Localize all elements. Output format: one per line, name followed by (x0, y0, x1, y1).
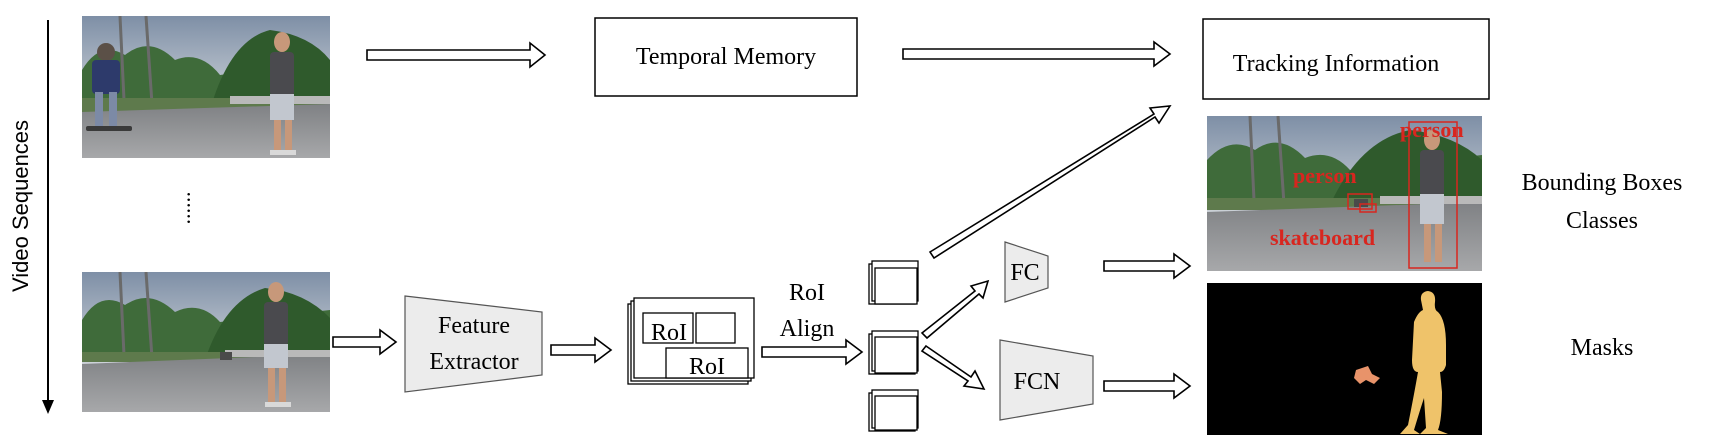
temporal-memory-box (594, 17, 858, 97)
pooled-feature-stack-3 (868, 389, 919, 432)
arrow-extractor-to-rois (550, 336, 613, 364)
detection-output-image (1207, 116, 1482, 271)
roi-align-line2: Align (780, 316, 835, 342)
feature-extractor-line2: Extractor (429, 349, 518, 375)
bounding-boxes-label: Bounding Boxes (1522, 170, 1683, 196)
detection-label-person-left: person (1293, 163, 1357, 188)
fc-label: FC (1010, 260, 1039, 286)
arrow-fcn-to-masks (1103, 372, 1192, 400)
frame-ellipsis: ...... (170, 192, 195, 225)
tracking-information-label: Tracking Information (1233, 51, 1439, 77)
roi-box-1 (642, 312, 694, 344)
roi-align-line1: RoI (789, 280, 825, 306)
roi-label-2: RoI (689, 354, 725, 380)
arrow-to-tracking (928, 105, 1172, 260)
time-axis (42, 20, 54, 414)
detection-label-skateboard: skateboard (1270, 225, 1375, 250)
feature-extractor-line1: Feature (438, 313, 510, 339)
mask-output-image (1207, 283, 1482, 435)
fcn-head (999, 339, 1094, 421)
arrow-fc-to-boxes (1103, 252, 1192, 280)
video-frame-top (82, 16, 330, 158)
classes-label: Classes (1566, 208, 1638, 234)
feature-extractor-block (404, 295, 543, 393)
pooled-feature-stack-2 (868, 330, 919, 375)
fcn-label: FCN (1014, 369, 1061, 395)
roi-box-3 (665, 347, 749, 379)
arrow-memory-to-tracking (902, 40, 1172, 68)
standing-person-figure (264, 282, 291, 407)
masks-label: Masks (1571, 335, 1634, 361)
standing-person-figure (270, 32, 296, 155)
fc-head (1004, 241, 1049, 303)
video-frame-bottom (82, 272, 330, 412)
arrow-frame-to-memory (366, 41, 547, 69)
arrow-to-fcn (920, 344, 986, 391)
video-sequences-label: Video Sequences (8, 120, 33, 292)
tracking-information-box (1202, 18, 1490, 100)
arrow-roi-align (761, 338, 864, 366)
detection-label-person-right: person (1400, 117, 1464, 142)
pooled-feature-stack-1 (868, 260, 919, 305)
skater-figure (86, 43, 132, 131)
arrow-to-fc (920, 279, 990, 340)
roi-box-2 (695, 312, 736, 344)
roi-label-1: RoI (651, 320, 687, 346)
temporal-memory-label: Temporal Memory (636, 44, 816, 70)
arrow-frame-to-extractor (332, 328, 398, 356)
